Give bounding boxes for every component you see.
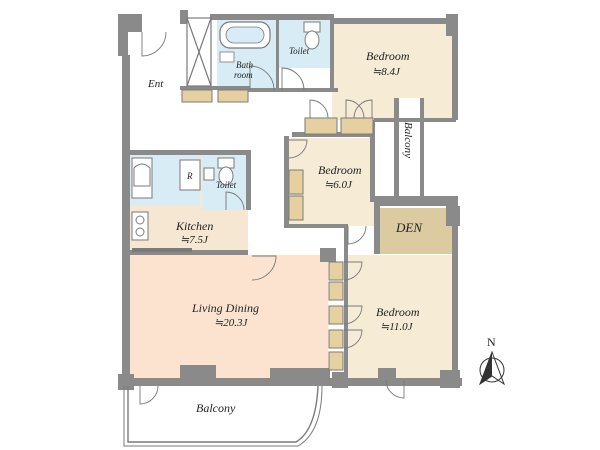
living-doors — [139, 255, 405, 405]
toilet-mid-label: Toilet — [216, 180, 237, 190]
bathroom-fixtures — [219, 21, 275, 91]
bedroom-mid-closets — [288, 139, 367, 245]
living-dining-area: ≒20.3J — [214, 317, 248, 329]
bedroom-top-area: ≒8.4J — [372, 66, 401, 78]
balcony-bottom-label: Balcony — [196, 401, 236, 415]
kitchen-fixtures — [131, 157, 201, 252]
bedroom-large-area: ≒11.0J — [380, 321, 414, 333]
kitchen-area: ≒7.5J — [180, 234, 209, 246]
north-compass: N — [478, 335, 506, 386]
bedroom-large-floor — [345, 255, 455, 379]
bedroom-top-floor — [332, 22, 452, 120]
entrance-floor — [130, 55, 180, 100]
toilet-top-fixtures — [281, 21, 321, 91]
room-labels: Ent Bath room Toilet Bedroom ≒8.4J Balco… — [147, 46, 423, 415]
entrance-label: Ent — [147, 78, 164, 90]
bedroom-mid-area: ≒6.0J — [324, 179, 353, 191]
compass-label: N — [487, 335, 496, 349]
entrance-fixtures — [141, 17, 249, 103]
fridge-label: R — [186, 171, 193, 181]
bathroom-label-line1: Bath — [236, 60, 253, 70]
toilet-mid-fixtures — [203, 157, 245, 211]
bedroom-mid-label: Bedroom — [318, 163, 362, 177]
wardrobe-column — [328, 261, 363, 371]
balcony-side-label: Balcony — [402, 122, 414, 158]
den-floor — [374, 208, 456, 254]
balcony-bottom-outline — [123, 385, 323, 447]
bedroom-large-label: Bedroom — [376, 305, 420, 319]
toilet-top-label: Toilet — [289, 46, 310, 56]
walls — [118, 10, 462, 390]
kitchen-label: Kitchen — [175, 219, 213, 233]
bedroom-top-closets — [304, 99, 374, 135]
bedroom-top-label: Bedroom — [366, 49, 410, 63]
bathroom-label-line2: room — [234, 70, 253, 80]
den-label: DEN — [395, 220, 423, 235]
living-dining-label: Living Dining — [191, 301, 259, 315]
living-dining-floor — [130, 255, 328, 379]
balcony-side-floor — [398, 98, 422, 198]
